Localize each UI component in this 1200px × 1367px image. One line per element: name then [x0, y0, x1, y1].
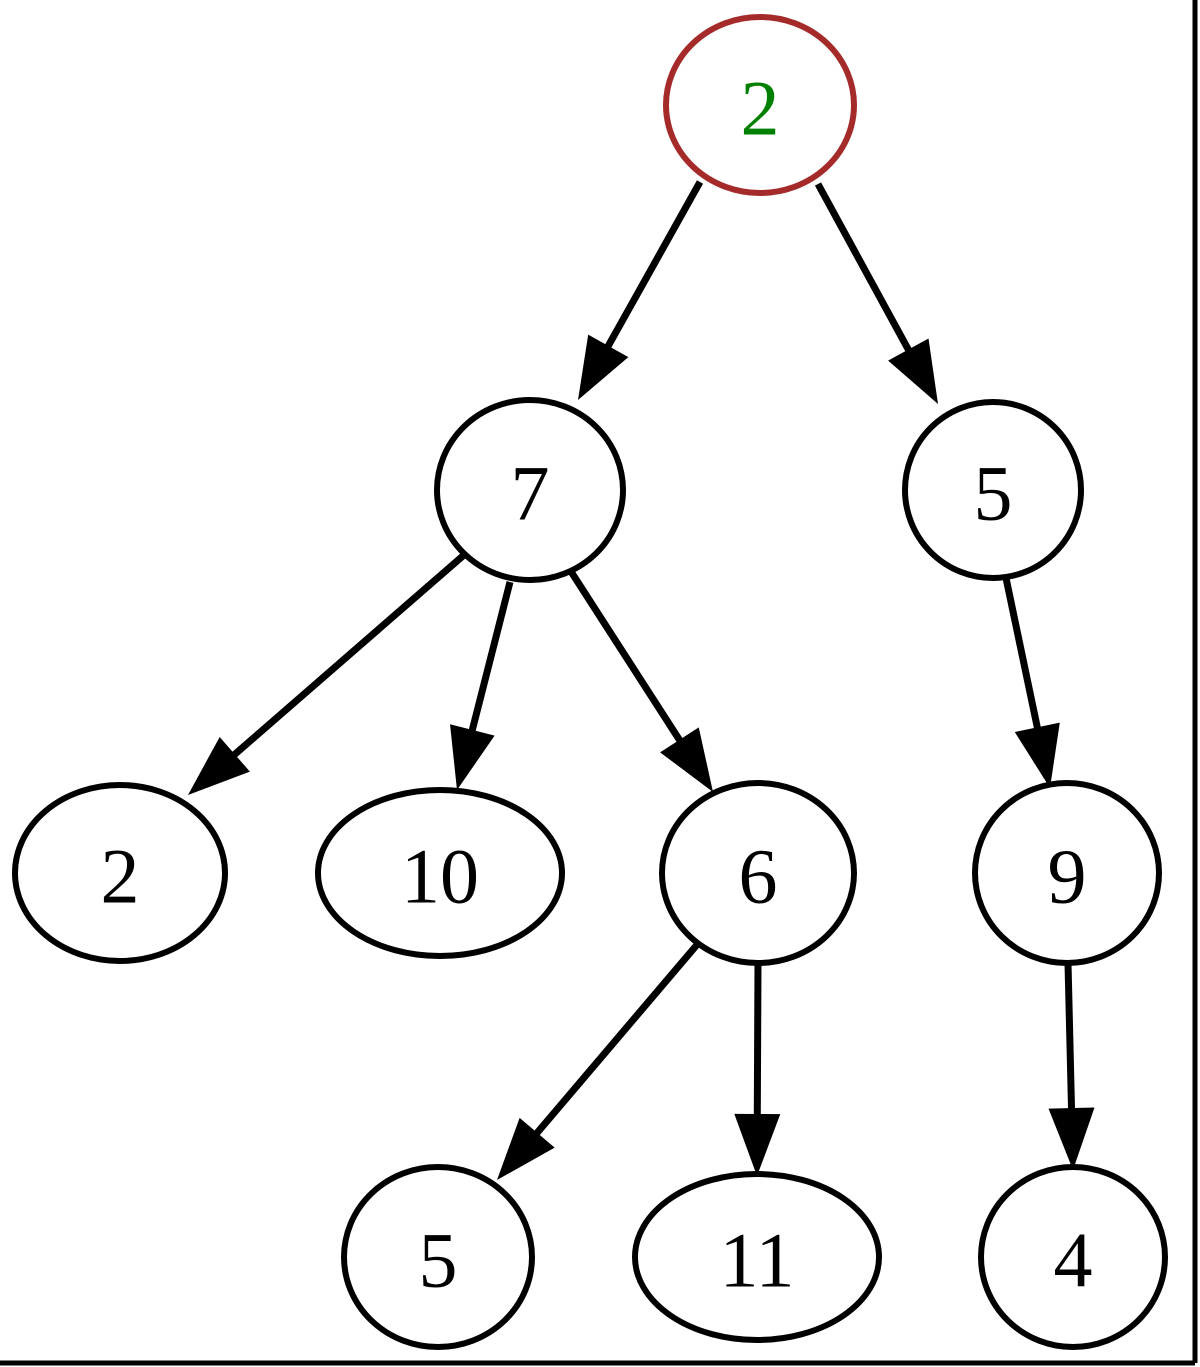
node-circle[interactable] — [663, 14, 857, 196]
edge-7-to-2 — [188, 552, 467, 795]
edge-shaft — [1064, 962, 1076, 1115]
node-label: 10 — [401, 833, 479, 920]
node-label: 4 — [1054, 1217, 1093, 1304]
arrowhead-icon — [660, 727, 713, 792]
edge-shaft — [753, 962, 762, 1121]
arrowhead-icon — [1014, 722, 1060, 788]
edge-shaft — [567, 568, 686, 747]
edge-shaft — [530, 937, 704, 1140]
node-n4-10[interactable]: 10 — [315, 787, 565, 959]
node-circle[interactable] — [434, 397, 626, 583]
node-label: 9 — [1048, 833, 1087, 920]
node-n6-9[interactable]: 9 — [972, 780, 1162, 966]
edge-2-to-5 — [814, 182, 938, 404]
nodes-layer: 2 7 5 2 10 6 9 5 11 4 — [12, 14, 1168, 1350]
node-label: 11 — [719, 1217, 794, 1304]
edge-shaft — [1002, 577, 1042, 734]
edges-layer — [188, 180, 1095, 1180]
node-circle[interactable] — [972, 780, 1162, 966]
node-label: 7 — [511, 450, 550, 537]
node-circle[interactable] — [902, 399, 1084, 581]
node-circle[interactable] — [659, 780, 857, 966]
node-ellipse[interactable] — [632, 1171, 882, 1343]
node-n1-7[interactable]: 7 — [434, 397, 626, 583]
edge-6-to-11 — [734, 962, 781, 1176]
edge-6-to-5 — [497, 937, 704, 1180]
node-circle[interactable] — [12, 782, 228, 964]
node-n3-2[interactable]: 2 — [12, 782, 228, 964]
node-ellipse[interactable] — [315, 787, 565, 959]
node-n7-5[interactable]: 5 — [341, 1164, 535, 1350]
node-n2-5[interactable]: 5 — [902, 399, 1084, 581]
arrowhead-icon — [734, 1113, 781, 1176]
edge-shaft — [602, 180, 704, 353]
arrowhead-icon — [450, 724, 495, 790]
edge-7-to-10 — [450, 581, 514, 790]
edge-5-to-9 — [1002, 577, 1060, 788]
node-label: 2 — [741, 65, 780, 152]
edge-shaft — [467, 581, 514, 737]
node-circle[interactable] — [978, 1164, 1168, 1350]
edge-2-to-7 — [578, 180, 704, 400]
edge-7-to-6 — [567, 568, 713, 792]
edge-shaft — [227, 552, 467, 761]
arrowhead-icon — [497, 1117, 555, 1180]
node-label: 5 — [419, 1217, 458, 1304]
edge-9-to-4 — [1048, 962, 1095, 1170]
node-n5-6[interactable]: 6 — [659, 780, 857, 966]
arrowhead-icon — [578, 334, 629, 400]
node-n0-2[interactable]: 2 — [663, 14, 857, 196]
node-circle[interactable] — [341, 1164, 535, 1350]
node-label: 6 — [739, 833, 778, 920]
edge-shaft — [814, 182, 915, 357]
node-n8-11[interactable]: 11 — [632, 1171, 882, 1343]
arrowhead-icon — [1048, 1107, 1095, 1170]
node-n9-4[interactable]: 4 — [978, 1164, 1168, 1350]
arrowhead-icon — [188, 736, 250, 795]
node-label: 5 — [974, 450, 1013, 537]
arrowhead-icon — [888, 338, 938, 404]
node-label: 2 — [101, 833, 140, 920]
